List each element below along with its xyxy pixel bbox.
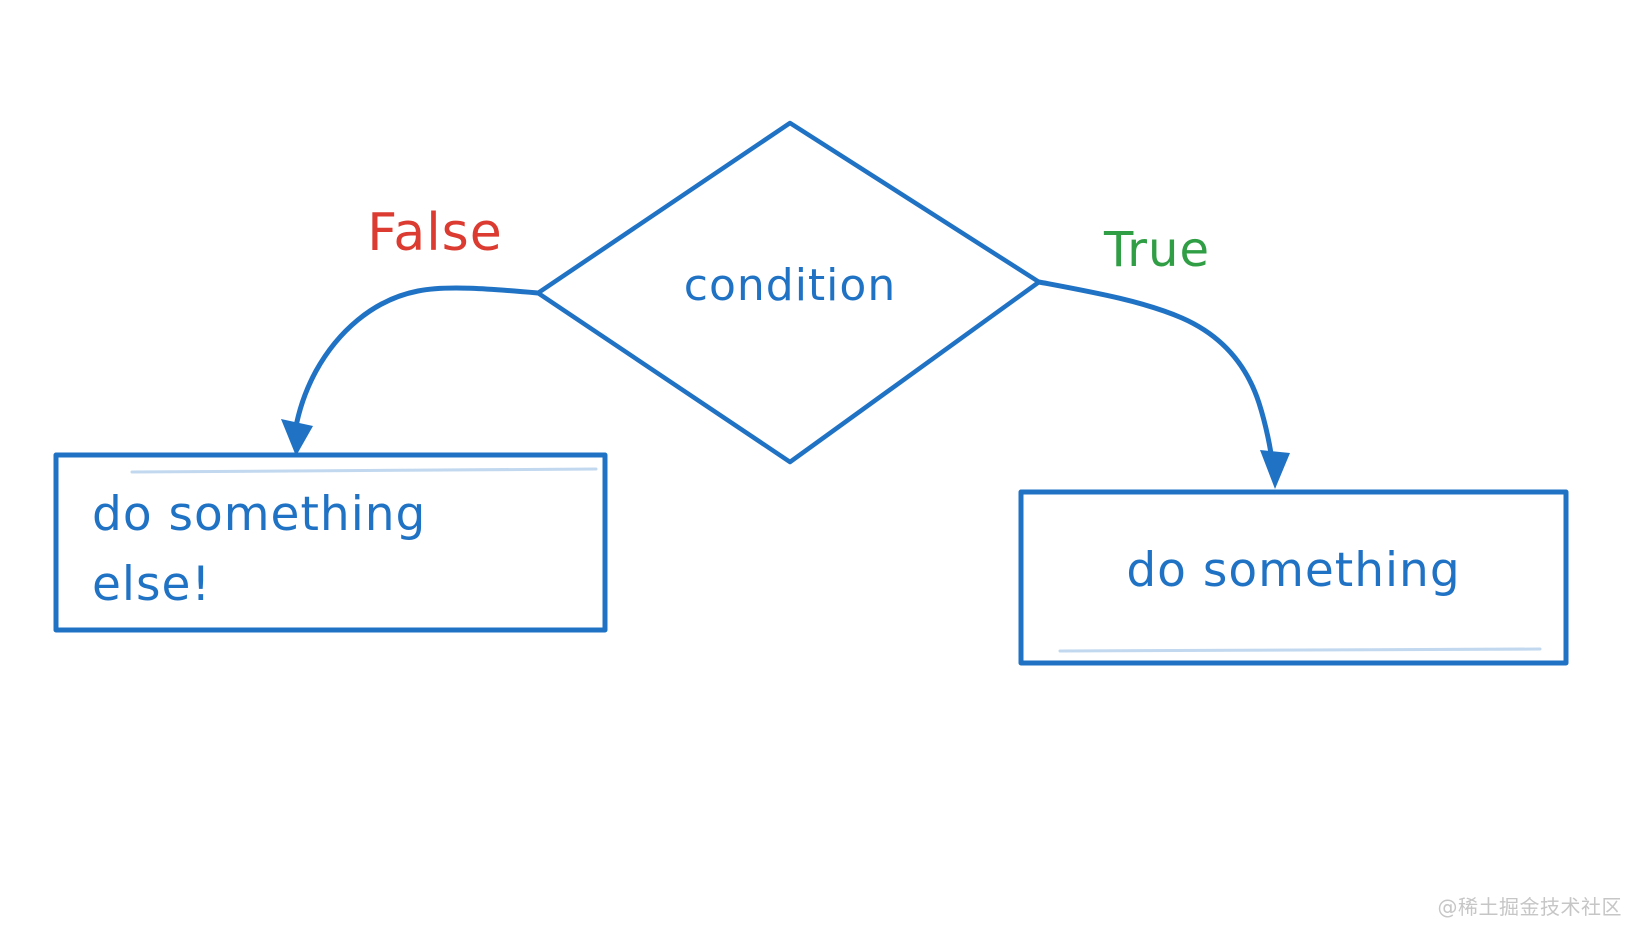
true-action-box-shape <box>1018 489 1569 666</box>
false-action-text-line2: else! <box>92 557 212 612</box>
false-branch-arrow-line <box>291 285 541 441</box>
true-branch-arrowhead-icon <box>1260 450 1290 489</box>
false-branch-arrowhead-icon <box>281 419 313 456</box>
false-action-box-sketch-stroke <box>130 467 598 474</box>
false-action-text: do something else! <box>92 480 426 620</box>
true-branch-arrow-line <box>1036 279 1275 465</box>
condition-diamond-shape <box>535 120 1042 465</box>
condition-label: condition <box>683 260 897 311</box>
true-branch-label: True <box>1104 222 1210 278</box>
true-action-box-sketch-stroke <box>1058 647 1542 653</box>
false-branch-label: False <box>367 203 503 263</box>
watermark-text: @稀土掘金技术社区 <box>1437 895 1622 919</box>
false-action-text-line1: do something <box>92 487 427 542</box>
false-action-box-shape <box>53 452 608 633</box>
true-action-text: do something <box>1126 543 1461 598</box>
